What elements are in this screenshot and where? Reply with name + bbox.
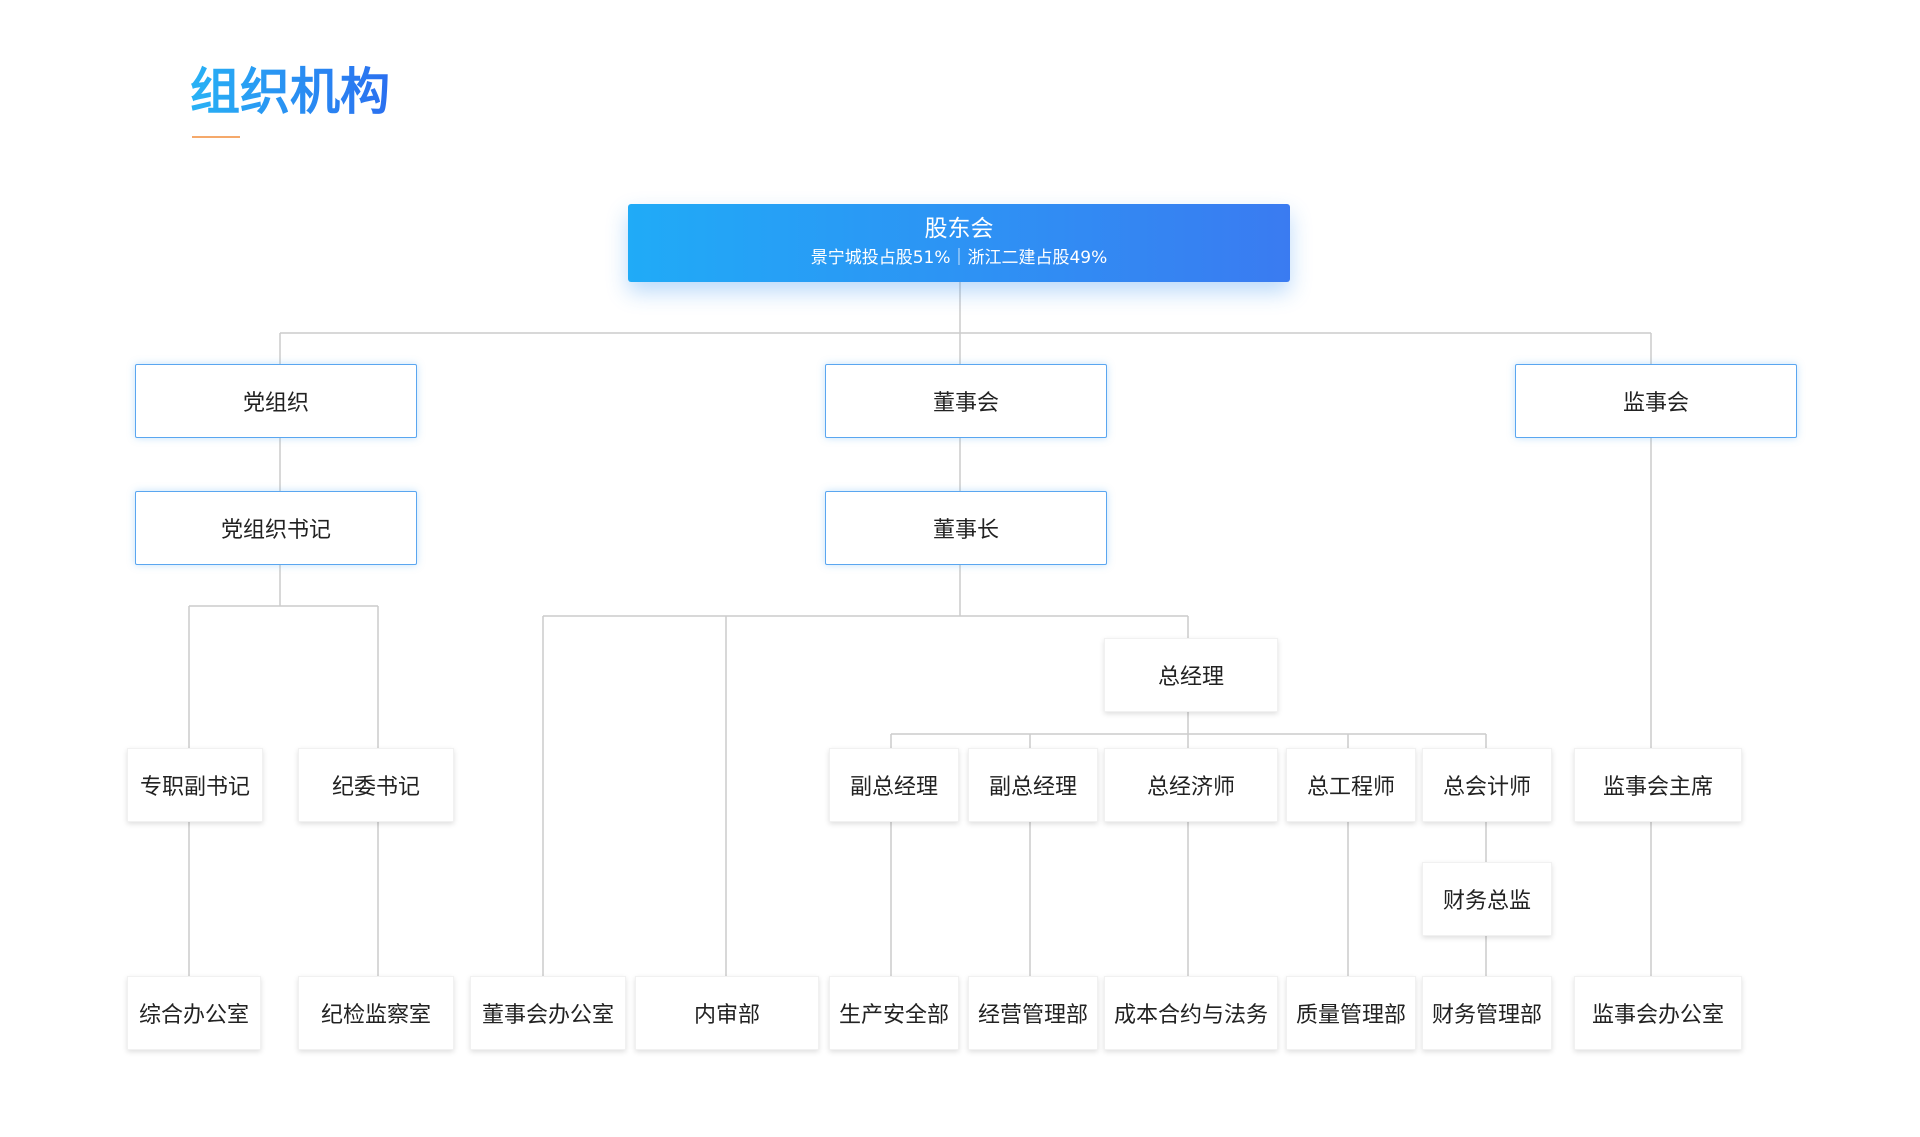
node-quality-management-dept: 质量管理部 [1286, 976, 1416, 1050]
node-supervisory-chairman: 监事会主席 [1574, 748, 1742, 822]
node-cost-contract-legal-dept: 成本合约与法务 [1104, 976, 1278, 1050]
node-operations-management-dept: 经营管理部 [968, 976, 1098, 1050]
node-production-safety-dept: 生产安全部 [829, 976, 959, 1050]
node-supervisory-office: 监事会办公室 [1574, 976, 1742, 1050]
node-chief-engineer: 总工程师 [1286, 748, 1416, 822]
node-full-time-deputy-secretary: 专职副书记 [127, 748, 263, 822]
title-underline [192, 136, 240, 138]
node-internal-audit-dept: 内审部 [635, 976, 819, 1050]
node-finance-management-dept: 财务管理部 [1422, 976, 1552, 1050]
connector-gm [890, 712, 1487, 976]
root-node-title: 股东会 [924, 216, 994, 243]
root-node-shareholders-meeting: 股东会 景宁城投占股51%｜浙江二建占股49% [628, 204, 1290, 282]
node-deputy-general-manager-1: 副总经理 [829, 748, 959, 822]
node-general-office: 综合办公室 [127, 976, 261, 1050]
node-chief-economist: 总经济师 [1104, 748, 1278, 822]
node-board-of-supervisors: 监事会 [1515, 364, 1797, 438]
root-node-subtitle: 景宁城投占股51%｜浙江二建占股49% [810, 248, 1108, 269]
node-board-office: 董事会办公室 [470, 976, 626, 1050]
node-board-of-directors: 董事会 [825, 364, 1107, 438]
node-discipline-secretary: 纪委书记 [298, 748, 454, 822]
connector-root [279, 282, 1652, 364]
node-party-organization: 党组织 [135, 364, 417, 438]
node-discipline-inspection-office: 纪检监察室 [298, 976, 454, 1050]
node-finance-director: 财务总监 [1422, 862, 1552, 936]
connector-party [188, 438, 379, 976]
page-title: 组织机构 [190, 63, 390, 121]
connector-board [542, 438, 1189, 976]
node-chief-accountant: 总会计师 [1422, 748, 1552, 822]
node-chairman: 董事长 [825, 491, 1107, 565]
node-general-manager: 总经理 [1104, 638, 1278, 712]
node-party-secretary: 党组织书记 [135, 491, 417, 565]
node-deputy-general-manager-2: 副总经理 [968, 748, 1098, 822]
